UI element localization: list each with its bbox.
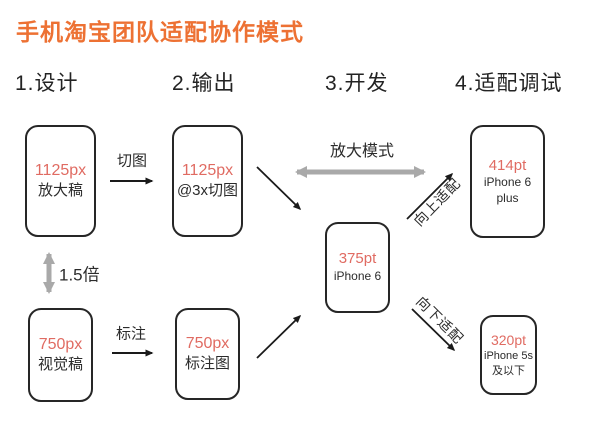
column-header-output: 2.输出 (172, 72, 236, 95)
box-label: 视觉稿 (37, 356, 83, 374)
page-title: 手机淘宝团队适配协作模式 (16, 19, 304, 45)
label-scale-factor: 1.5倍 (59, 265, 100, 285)
box-label: 标注图 (184, 355, 230, 373)
column-header-dev: 3.开发 (325, 72, 389, 95)
phone-box-visual-draft: 750px 视觉稿 (28, 308, 93, 402)
column-header-adapt: 4.适配调试 (455, 72, 563, 95)
box-value: 1125px (181, 162, 234, 180)
box-value: 320pt (490, 331, 527, 348)
label-annotate: 标注 (115, 325, 147, 343)
box-value: 1125px (34, 162, 87, 180)
box-label: @3x切图 (176, 182, 239, 200)
label-adapt-down: 向下适配 (413, 293, 467, 347)
phone-box-enlarged-draft: 1125px 放大稿 (25, 125, 96, 237)
box-label: iPhone 5s (484, 350, 533, 363)
box-label-2: 及以下 (492, 364, 525, 377)
label-adapt-up: 向上适配 (410, 174, 464, 230)
phone-box-annotated: 750px 标注图 (175, 308, 240, 400)
arrow-output-bottom-to-dev (256, 314, 302, 359)
arrow-output-top-to-dev (256, 166, 302, 211)
label-slice: 切图 (116, 152, 148, 170)
box-value: 750px (38, 336, 83, 354)
box-value: 375pt (338, 250, 377, 268)
phone-box-iphone6plus: 414pt iPhone 6 plus (470, 125, 545, 238)
column-header-design: 1.设计 (15, 72, 79, 95)
label-zoom-mode: 放大模式 (329, 143, 395, 160)
box-label: iPhone 6 plus (483, 175, 532, 205)
box-label: 放大稿 (37, 182, 83, 200)
phone-box-3x-slices: 1125px @3x切图 (172, 125, 243, 237)
box-value: 750px (185, 335, 230, 353)
phone-box-iphone5s: 320pt iPhone 5s 及以下 (480, 315, 537, 395)
phone-box-iphone6: 375pt iPhone 6 (325, 222, 390, 313)
box-label: iPhone 6 (333, 269, 382, 284)
box-value: 414pt (488, 156, 527, 174)
